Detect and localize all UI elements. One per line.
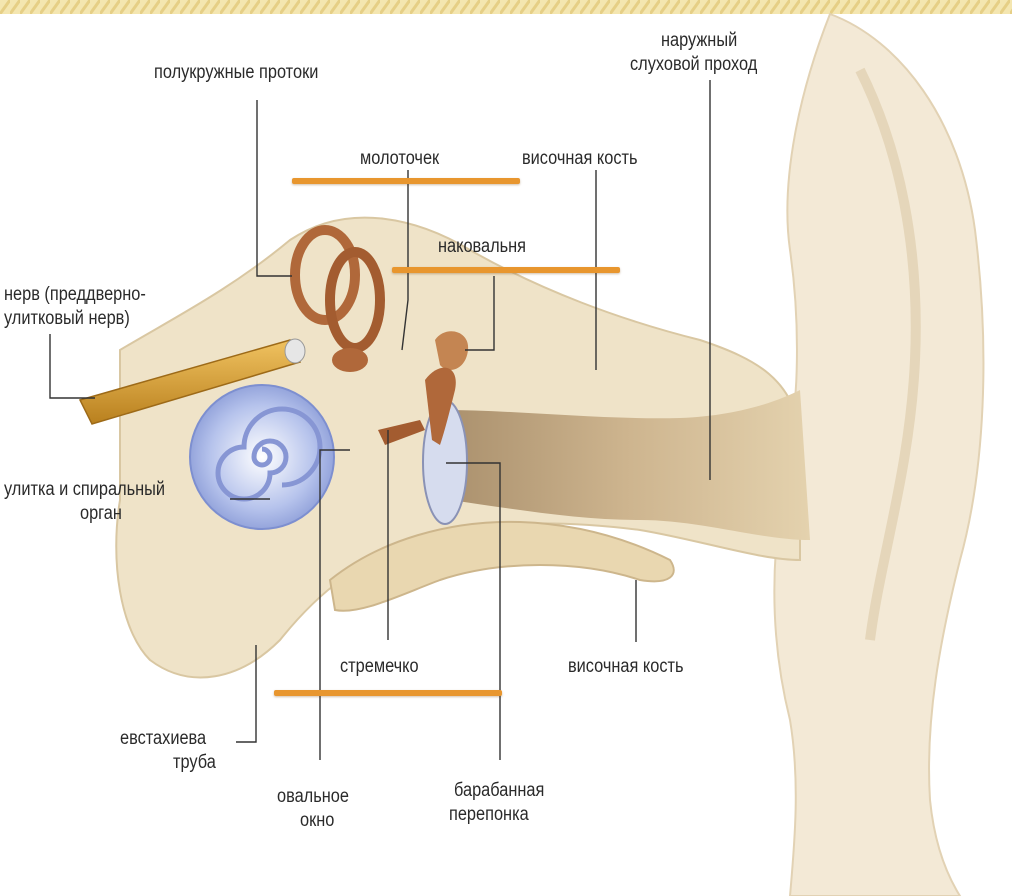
label-eustachian-line1: евстахиева [120, 728, 206, 750]
label-external-canal-line1: наружный [661, 30, 737, 52]
label-cochlea-line2: орган [80, 503, 122, 525]
label-nerve-line1: нерв (преддверно- [4, 284, 146, 306]
label-external-canal-line2: слуховой проход [630, 54, 757, 76]
label-stapes: стремечко [340, 656, 419, 678]
label-cochlea-line1: улитка и спиральный [4, 479, 165, 501]
label-temporal-bone-bottom: височная кость [568, 656, 683, 678]
label-oval-window-line2: окно [300, 810, 334, 832]
label-eustachian-line2: труба [173, 752, 216, 774]
leader-nerve [50, 334, 95, 398]
highlight-bar-malleus [292, 178, 520, 184]
label-oval-window-line1: овальное [277, 786, 349, 808]
label-malleus: молоточек [360, 148, 439, 170]
highlight-bar-incus [392, 267, 620, 273]
cochlea-shape [190, 385, 334, 529]
label-eardrum-line2: перепонка [449, 804, 529, 826]
label-temporal-bone-top: височная кость [522, 148, 637, 170]
label-eardrum-line1: барабанная [454, 780, 544, 802]
highlight-bar-stapes [274, 690, 502, 696]
auricle-shape [774, 14, 983, 896]
label-nerve-line2: улитковый нерв) [4, 308, 130, 330]
label-semicircular-canals: полукружные протоки [154, 62, 318, 84]
label-incus: наковальня [438, 236, 526, 258]
